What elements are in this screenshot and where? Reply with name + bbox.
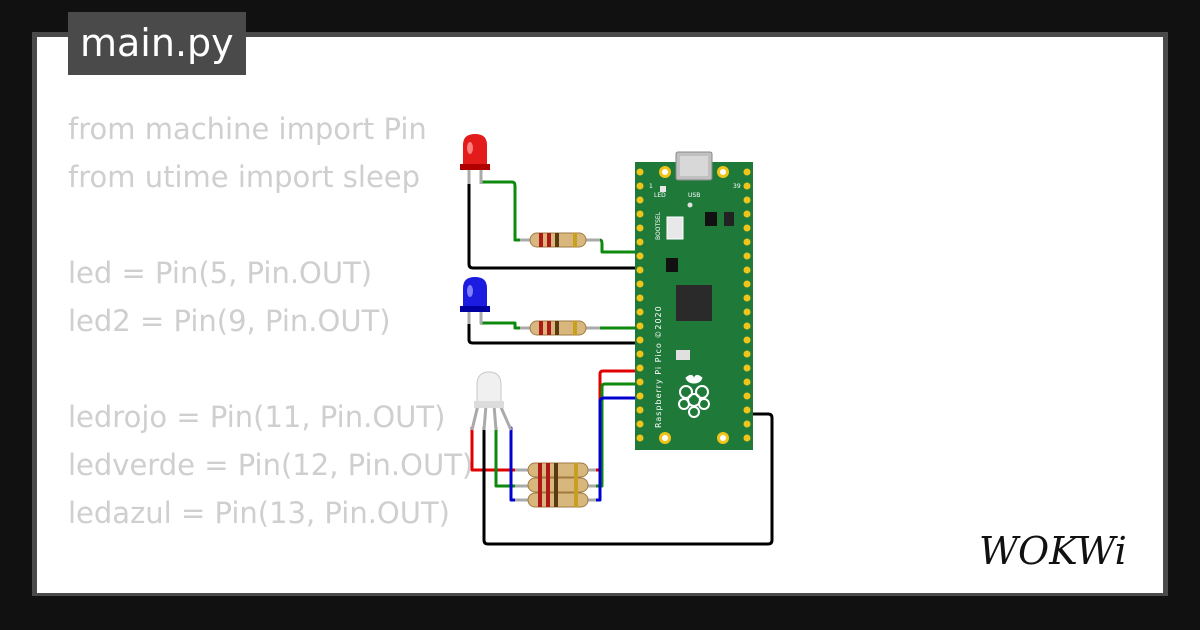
pico-pin xyxy=(743,322,751,330)
pico-pin xyxy=(636,392,644,400)
wire-rgb-blue xyxy=(509,426,532,502)
pico-pin xyxy=(636,224,644,232)
wire-rgb-common xyxy=(482,412,774,546)
wire-rgb-red xyxy=(470,426,532,472)
code-line: led.value(True) xyxy=(68,585,473,593)
pico-pin xyxy=(636,406,644,414)
pico-pin xyxy=(636,280,644,288)
wire-res-red-to-pico xyxy=(590,369,642,472)
code-line: from utime import sleep xyxy=(68,160,421,194)
pico-pin xyxy=(743,224,751,232)
resistor-2 xyxy=(520,320,600,336)
svg-text:LED: LED xyxy=(654,192,666,199)
pico-pin xyxy=(743,308,751,316)
pico-pin xyxy=(636,252,644,260)
code-line: from machine import Pin xyxy=(68,112,427,146)
pico-pin xyxy=(743,336,751,344)
pico-pin xyxy=(743,420,751,428)
wire-rgb-green xyxy=(494,426,532,488)
code-preview: from machine import Pin from utime import… xyxy=(68,105,473,593)
code-line: ledazul = Pin(13, Pin.OUT) xyxy=(68,496,450,530)
pico-pin xyxy=(743,434,751,442)
pico-pin xyxy=(636,364,644,372)
blue-led xyxy=(460,277,490,324)
pico-pin xyxy=(636,378,644,386)
wire-red-led-anode xyxy=(479,180,532,242)
resistor-rgb-stack xyxy=(515,462,596,508)
wire-resistor1-to-pico xyxy=(593,238,642,254)
pico-pin xyxy=(636,336,644,344)
pico-pin xyxy=(636,420,644,428)
pico-pin xyxy=(636,238,644,246)
svg-text:BOOTSEL: BOOTSEL xyxy=(655,211,662,240)
code-line: ledverde = Pin(12, Pin.OUT) xyxy=(68,448,474,482)
svg-text:WOKWi: WOKWi xyxy=(979,529,1127,573)
svg-text:39: 39 xyxy=(733,183,741,190)
pico-pin xyxy=(636,294,644,302)
code-line: led2 = Pin(9, Pin.OUT) xyxy=(68,304,391,338)
pico-pin xyxy=(743,364,751,372)
pico-pin xyxy=(743,252,751,260)
pico-pin xyxy=(743,266,751,274)
svg-text:1: 1 xyxy=(649,183,653,190)
code-line: ledrojo = Pin(11, Pin.OUT) xyxy=(68,400,446,434)
pico-pin xyxy=(743,406,751,414)
pico-pin xyxy=(636,350,644,358)
svg-text:USB: USB xyxy=(688,192,700,199)
project-preview-card: from machine import Pin from utime import… xyxy=(37,37,1163,593)
pico-pin xyxy=(743,196,751,204)
pico-pin xyxy=(743,182,751,190)
pico-pin xyxy=(636,266,644,274)
wokwi-logo[interactable]: WOKWi xyxy=(975,524,1155,584)
pico-pin xyxy=(636,322,644,330)
red-led xyxy=(460,134,490,184)
wire-res-blue-to-pico xyxy=(590,396,642,502)
pico-pin xyxy=(743,378,751,386)
raspberry-pi-pico-board: 1 39 LED USB BOOTSEL Raspberry Pi Pico ©… xyxy=(635,151,753,450)
pico-pin xyxy=(743,294,751,302)
pico-pin xyxy=(743,210,751,218)
pico-pin xyxy=(636,210,644,218)
raspberry-logo-icon xyxy=(678,374,710,418)
pico-pin xyxy=(636,196,644,204)
wire-res-green-to-pico xyxy=(590,382,642,488)
pico-pin xyxy=(743,280,751,288)
pico-pin xyxy=(636,434,644,442)
wire-blue-led-cathode xyxy=(467,318,642,345)
pico-pin xyxy=(743,168,751,176)
file-tab-main-py[interactable]: main.py xyxy=(68,12,246,75)
rgb-led xyxy=(470,371,513,431)
resistor-1 xyxy=(520,232,600,248)
pico-pin xyxy=(636,308,644,316)
pico-pin xyxy=(743,350,751,358)
svg-text:Raspberry Pi Pico ©2020: Raspberry Pi Pico ©2020 xyxy=(654,305,663,428)
pico-pin xyxy=(743,238,751,246)
wire-red-led-cathode xyxy=(467,180,642,270)
pico-pin xyxy=(636,182,644,190)
pico-pin xyxy=(636,168,644,176)
code-line: led = Pin(5, Pin.OUT) xyxy=(68,256,373,290)
pico-pin xyxy=(743,392,751,400)
